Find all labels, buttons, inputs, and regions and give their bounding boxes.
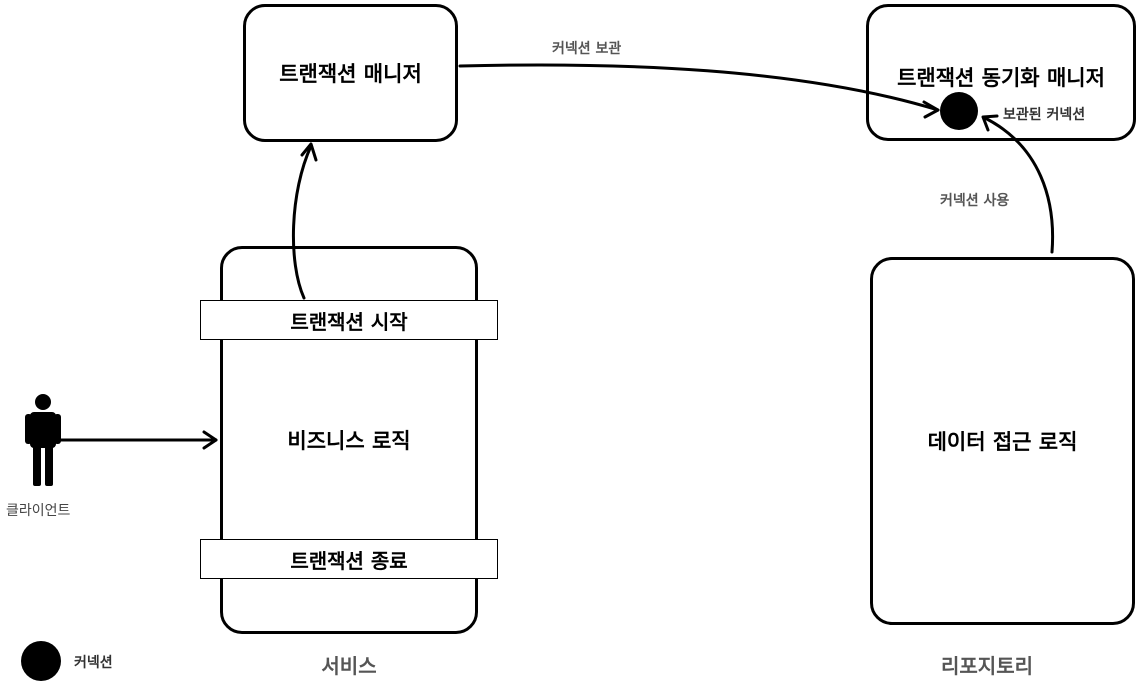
store-connection-label: 커넥션 보관 — [552, 41, 622, 57]
transaction-end-label: 트랜잭션 종료 — [290, 548, 408, 573]
stored-connection-dot-icon — [940, 92, 978, 130]
person-icon — [25, 394, 61, 486]
service-caption: 서비스 — [321, 654, 377, 678]
transaction-sync-manager-box: 트랜잭션 동기화 매니저 — [866, 4, 1136, 141]
transaction-begin-bar: 트랜잭션 시작 — [200, 300, 498, 340]
connection-dot-icon — [21, 641, 61, 681]
business-logic-label: 비즈니스 로직 — [287, 429, 411, 453]
transaction-manager-box: 트랜잭션 매니저 — [243, 4, 458, 142]
repository-box: 데이터 접근 로직 — [870, 257, 1135, 625]
transaction-manager-label: 트랜잭션 매니저 — [279, 62, 422, 86]
use-connection-label: 커넥션 사용 — [940, 193, 1010, 209]
begin-to-manager-arrowhead — [300, 142, 318, 162]
client-label: 클라이언트 — [6, 503, 71, 519]
client-to-service-arrowhead — [202, 430, 218, 450]
data-access-logic-label: 데이터 접근 로직 — [927, 430, 1078, 454]
transaction-sync-manager-label: 트랜잭션 동기화 매니저 — [897, 66, 1105, 90]
repository-caption: 리포지토리 — [941, 654, 1033, 678]
transaction-end-bar: 트랜잭션 종료 — [200, 539, 498, 579]
legend-connection-label: 커넥션 — [74, 655, 113, 671]
stored-connection-label: 보관된 커넥션 — [1003, 107, 1086, 123]
transaction-begin-label: 트랜잭션 시작 — [290, 309, 408, 334]
